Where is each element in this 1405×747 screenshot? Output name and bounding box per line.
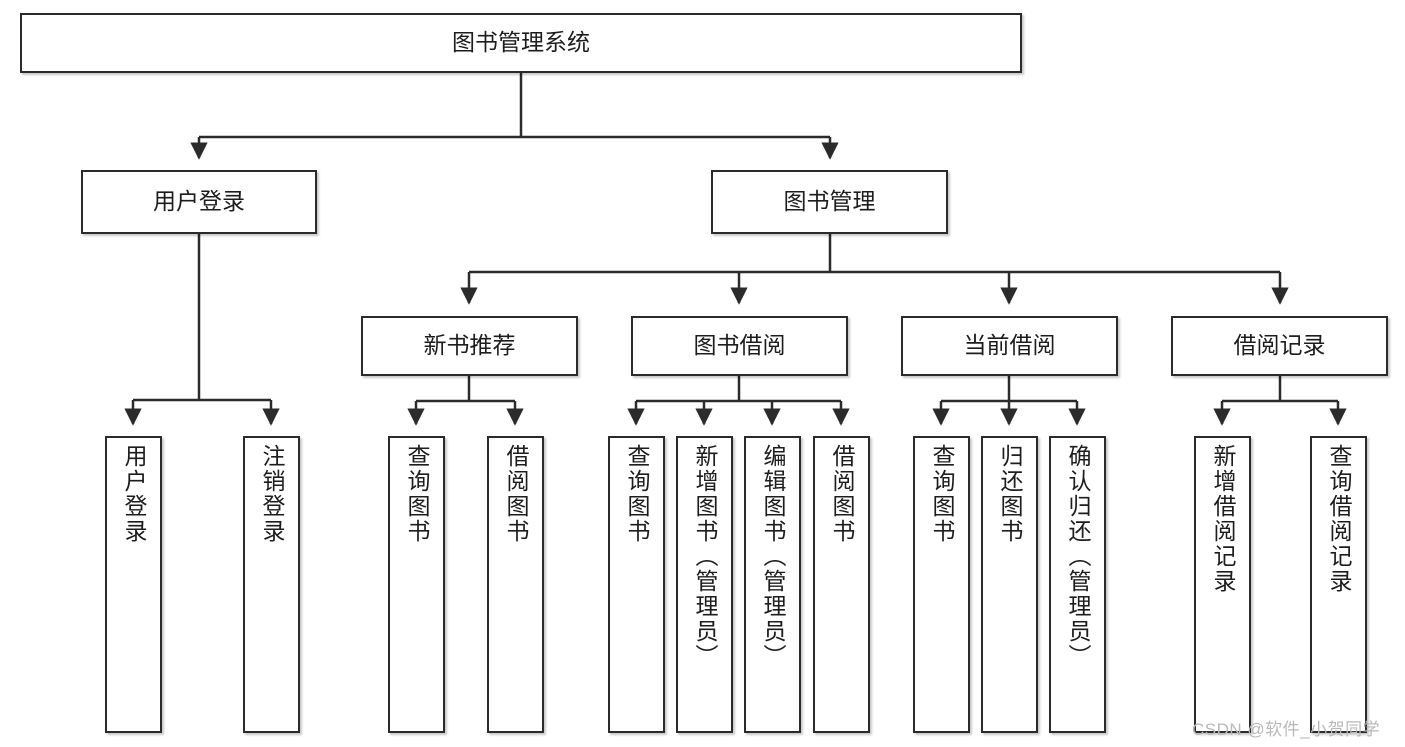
leaf-add-borrow-record-label: 新增借阅记录 <box>1210 444 1236 594</box>
leaf-query-book-current-label: 查询图书 <box>929 444 955 544</box>
leaf-edit-book-admin-label: 编辑图书（管理员） <box>760 444 786 669</box>
leaf-add-book-admin-label: 新增图书（管理员） <box>692 444 718 669</box>
leaf-confirm-return-admin[interactable]: 确认归还（管理员） <box>1049 436 1106 733</box>
node-borrow-record-label: 借阅记录 <box>1233 332 1326 359</box>
node-current-borrow[interactable]: 当前借阅 <box>901 316 1118 376</box>
leaf-user-login[interactable]: 用户登录 <box>105 436 162 733</box>
leaf-query-book-new-label: 查询图书 <box>404 444 430 544</box>
leaf-query-book-current[interactable]: 查询图书 <box>913 436 970 733</box>
leaf-query-borrow-record-label: 查询借阅记录 <box>1326 444 1352 594</box>
leaf-add-borrow-record[interactable]: 新增借阅记录 <box>1194 436 1251 733</box>
node-user-login[interactable]: 用户登录 <box>81 170 317 234</box>
leaf-edit-book-admin[interactable]: 编辑图书（管理员） <box>744 436 801 733</box>
watermark: CSDN @软件_小贺同学 <box>1192 715 1380 740</box>
leaf-logout[interactable]: 注销登录 <box>243 436 300 733</box>
leaf-query-book-borrow-label: 查询图书 <box>624 444 650 544</box>
node-current-borrow-label: 当前借阅 <box>963 332 1056 359</box>
leaf-add-book-admin[interactable]: 新增图书（管理员） <box>676 436 733 733</box>
leaf-query-book-borrow[interactable]: 查询图书 <box>608 436 665 733</box>
leaf-borrow-book-new-label: 借阅图书 <box>503 444 529 544</box>
node-new-book-recommend[interactable]: 新书推荐 <box>361 316 578 376</box>
node-new-book-recommend-label: 新书推荐 <box>423 332 516 359</box>
leaf-logout-label: 注销登录 <box>259 444 285 544</box>
leaf-return-book[interactable]: 归还图书 <box>981 436 1038 733</box>
watermark-text: CSDN @软件_小贺同学 <box>1192 720 1381 739</box>
node-book-borrow-label: 图书借阅 <box>693 332 786 359</box>
leaf-borrow-book[interactable]: 借阅图书 <box>813 436 870 733</box>
leaf-return-book-label: 归还图书 <box>997 444 1023 544</box>
node-borrow-record[interactable]: 借阅记录 <box>1171 316 1388 376</box>
node-user-login-label: 用户登录 <box>153 188 245 215</box>
node-book-borrow[interactable]: 图书借阅 <box>631 316 848 376</box>
leaf-borrow-book-new[interactable]: 借阅图书 <box>487 436 544 733</box>
leaf-user-login-label: 用户登录 <box>121 444 147 544</box>
leaf-query-borrow-record[interactable]: 查询借阅记录 <box>1310 436 1367 733</box>
node-root-label: 图书管理系统 <box>452 29 590 56</box>
leaf-borrow-book-label: 借阅图书 <box>829 444 855 544</box>
node-book-management[interactable]: 图书管理 <box>711 170 948 234</box>
leaf-confirm-return-admin-label: 确认归还（管理员） <box>1065 444 1091 669</box>
node-book-management-label: 图书管理 <box>783 188 876 215</box>
node-root[interactable]: 图书管理系统 <box>20 13 1022 73</box>
leaf-query-book-new[interactable]: 查询图书 <box>388 436 445 733</box>
